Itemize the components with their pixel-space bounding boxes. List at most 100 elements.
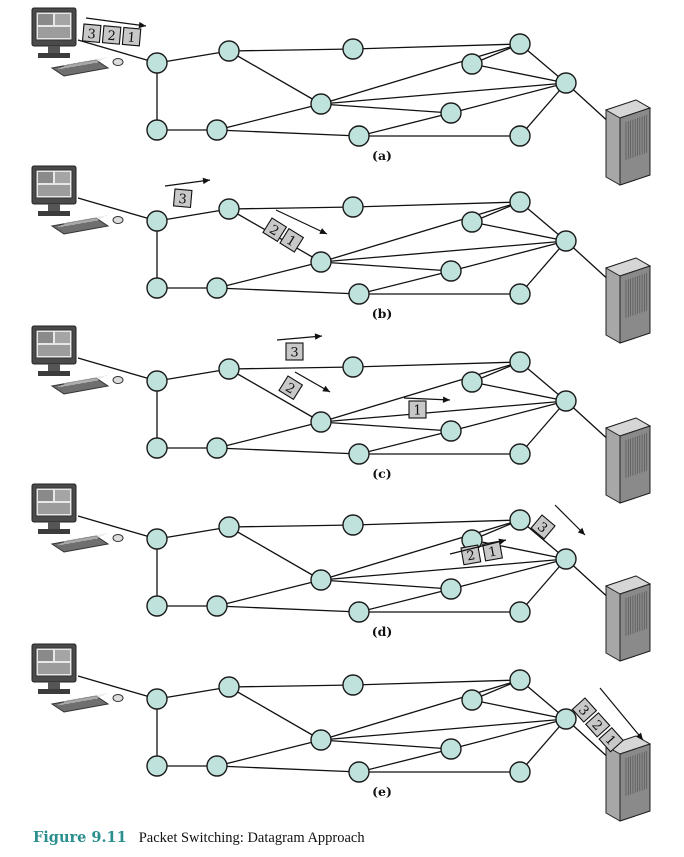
switch-node [206,755,228,777]
packet-number: 1 [413,404,421,419]
access-link [77,357,158,382]
panel-label: (c) [372,466,391,481]
switch-node [555,548,577,570]
network-panel: (c)321 [31,325,652,504]
arrow-head [319,228,327,234]
switch-node [342,356,364,378]
packet: 1 [121,26,142,47]
switch-node [509,283,531,305]
packet: 2 [262,217,288,243]
arrow-head [636,732,643,740]
switch-node [146,52,168,74]
packet: 3 [172,188,193,209]
packet-box [262,217,288,243]
network-link [358,270,452,295]
switch-node [348,601,370,623]
arrow-head [322,385,330,392]
network-link [320,201,521,263]
switch-node [218,198,240,220]
packet-number: 3 [290,346,298,361]
packet-box [172,188,193,209]
packet: 1 [598,726,624,753]
panel-label: (e) [372,784,392,799]
switch-node [146,595,168,617]
switch-node [146,688,168,710]
packet-box [408,400,427,419]
network-link [320,679,521,741]
switch-node [206,595,228,617]
switch-node [555,230,577,252]
packet-box [81,23,102,44]
network-link [228,684,354,688]
network-link [228,368,322,423]
packet: 3 [285,342,304,361]
switch-node [206,119,228,141]
network-link [216,765,360,773]
network-link [358,112,452,137]
network-link [320,43,521,105]
network-link [358,748,452,773]
network-link [216,261,322,289]
switch-node [555,72,577,94]
switch-node [509,509,531,531]
arrow-head [314,333,322,340]
switch-node [440,102,462,124]
switch-node [146,528,168,550]
switch-node [146,119,168,141]
switch-node [146,277,168,299]
switch-node [218,516,240,538]
network-link [519,240,567,295]
switch-node [509,125,531,147]
arrow-line [599,687,644,741]
packet-box [571,697,598,723]
panel-label: (a) [372,148,392,163]
network-link [228,206,354,210]
switch-node [342,38,364,60]
access-link [77,39,158,64]
switch-node [310,569,332,591]
switch-node [146,755,168,777]
network-link [320,579,452,590]
network-link [320,421,452,432]
network-link [320,400,567,423]
network-link [352,201,521,208]
switch-node [206,437,228,459]
network-link [216,287,360,295]
access-link [77,197,158,222]
arrow-line [276,335,323,341]
switch-node [218,358,240,380]
network-link [320,82,567,105]
switch-node [146,437,168,459]
switch-node [310,93,332,115]
arrow-head [138,21,146,29]
packet: 1 [482,540,503,562]
panel-label: (d) [372,624,393,639]
network-panel: (e)321 [31,643,652,822]
arrow-line [85,17,147,27]
arrow-head [498,538,506,545]
network-link [216,447,360,455]
switch-node [509,191,531,213]
panel-label: (b) [372,306,393,321]
switch-node [440,738,462,760]
switch-node [342,674,364,696]
network-link [320,519,521,581]
switch-node [509,761,531,783]
network-link [450,400,567,432]
network-link [228,48,354,52]
switch-node [509,669,531,691]
network-link [216,605,360,613]
switch-node [509,351,531,373]
network-link [471,699,567,720]
switch-node [348,443,370,465]
access-link [77,675,158,700]
switch-node [461,53,483,75]
network-link [320,240,567,263]
network-link [320,718,567,741]
switch-node [146,210,168,232]
network-link [320,261,452,272]
